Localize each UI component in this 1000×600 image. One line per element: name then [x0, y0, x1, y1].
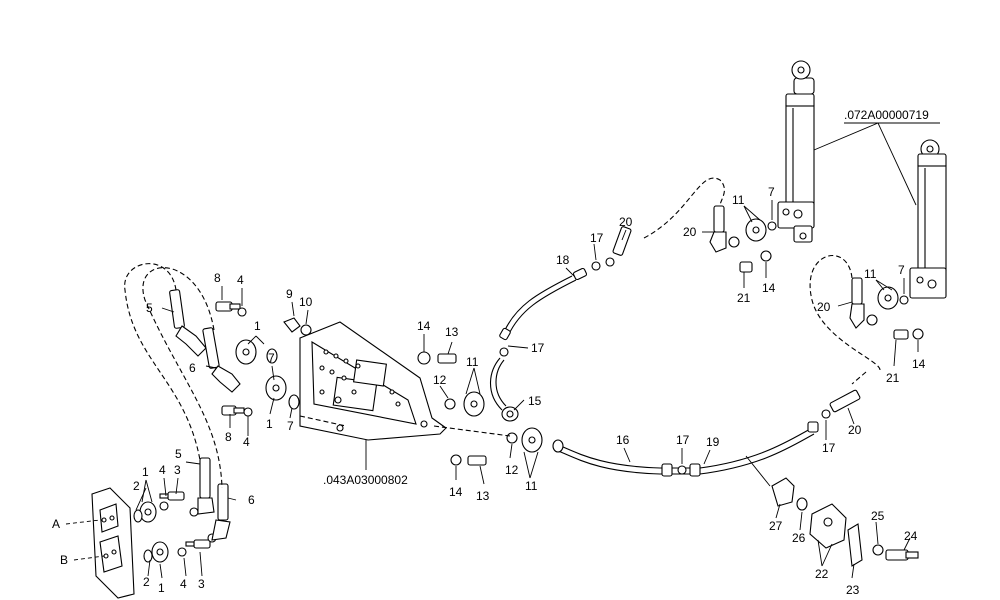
flange-lower-lower	[143, 541, 169, 563]
callout-19: 19	[706, 435, 720, 449]
callout-2: 2	[133, 479, 140, 493]
valve-block	[299, 321, 447, 470]
callout-15: 15	[528, 394, 542, 408]
callout-22: 22	[815, 567, 829, 581]
callout-numbers: 1 1 1 1 2 2 3 3 4 4 4 4 5 5 6 6 7 7 7 7 …	[52, 185, 926, 597]
callout-7: 7	[768, 185, 775, 199]
callout-8: 8	[225, 430, 232, 444]
clamp-assembly	[745, 455, 919, 567]
fittings-upper-right	[591, 177, 777, 273]
callout-13: 13	[445, 325, 459, 339]
callout-6: 6	[189, 361, 196, 375]
callout-18: 18	[556, 253, 570, 267]
callout-2: 2	[143, 575, 150, 589]
callout-24: 24	[904, 529, 918, 543]
callout-20: 20	[817, 300, 831, 314]
callout-14: 14	[449, 485, 463, 499]
callout-17: 17	[822, 441, 836, 455]
callout-4: 4	[180, 577, 187, 591]
callout-7: 7	[287, 419, 294, 433]
pipe-15	[489, 347, 509, 411]
callout-14: 14	[762, 281, 776, 295]
flange-lower-upper	[133, 501, 157, 523]
callout-17: 17	[531, 341, 545, 355]
callout-14: 14	[417, 319, 431, 333]
callout-16: 16	[616, 433, 630, 447]
callout-6: 6	[248, 493, 255, 507]
callout-8: 8	[214, 271, 221, 285]
callout-26: 26	[792, 531, 806, 545]
hose-fittings-lower	[197, 457, 231, 541]
center-fittings	[417, 351, 543, 466]
callout-25: 25	[871, 509, 885, 523]
leader-lines	[135, 200, 919, 579]
callout-11: 11	[466, 355, 479, 369]
callout-17: 17	[676, 433, 690, 447]
callout-9: 9	[286, 287, 293, 301]
flanges-upper-left	[235, 339, 300, 410]
callout-7: 7	[898, 263, 905, 277]
cylinder-right	[909, 139, 947, 299]
callout-11: 11	[525, 479, 538, 493]
callout-10: 10	[299, 295, 313, 309]
callout-27: 27	[769, 519, 783, 533]
mounting-plate	[65, 487, 135, 599]
callout-4: 4	[243, 435, 250, 449]
callout-20: 20	[683, 225, 697, 239]
callout-12: 12	[433, 373, 447, 387]
callout-7: 7	[268, 351, 275, 365]
callout-1: 1	[158, 581, 165, 595]
cylinder-left	[777, 60, 815, 243]
callout-20: 20	[848, 423, 862, 437]
hose-fittings-upper	[169, 289, 241, 393]
bolts-upper-left	[215, 301, 312, 417]
cylinders-ref: .072A00000719	[844, 108, 929, 122]
callout-20: 20	[619, 215, 633, 229]
callout-1: 1	[254, 319, 261, 333]
callout-4: 4	[237, 273, 244, 287]
callout-B: B	[60, 553, 68, 567]
callout-1: 1	[142, 465, 149, 479]
callout-4: 4	[159, 463, 166, 477]
callout-17: 17	[590, 231, 604, 245]
callout-11: 11	[732, 193, 745, 207]
callout-3: 3	[174, 463, 181, 477]
bolts-lower-left	[159, 491, 217, 557]
dashed-hoses-left	[124, 263, 223, 489]
pipe-18	[499, 267, 588, 341]
valve-block-ref: .043A03000802	[323, 473, 408, 487]
callout-21: 21	[886, 371, 900, 385]
callout-11: 11	[864, 267, 877, 281]
cylinders-ref-leaders	[813, 122, 940, 206]
callout-12: 12	[505, 463, 519, 477]
callout-A: A	[52, 517, 60, 531]
fittings-right	[809, 254, 924, 419]
dashed-lines-center	[299, 415, 511, 437]
callout-14: 14	[912, 357, 926, 371]
callout-5: 5	[146, 301, 153, 315]
callout-23: 23	[846, 583, 860, 597]
callout-21: 21	[737, 291, 751, 305]
callout-5: 5	[175, 447, 182, 461]
callout-3: 3	[198, 577, 205, 591]
callout-1: 1	[266, 417, 273, 431]
callout-13: 13	[476, 489, 490, 503]
pipe-16-19	[552, 421, 819, 477]
